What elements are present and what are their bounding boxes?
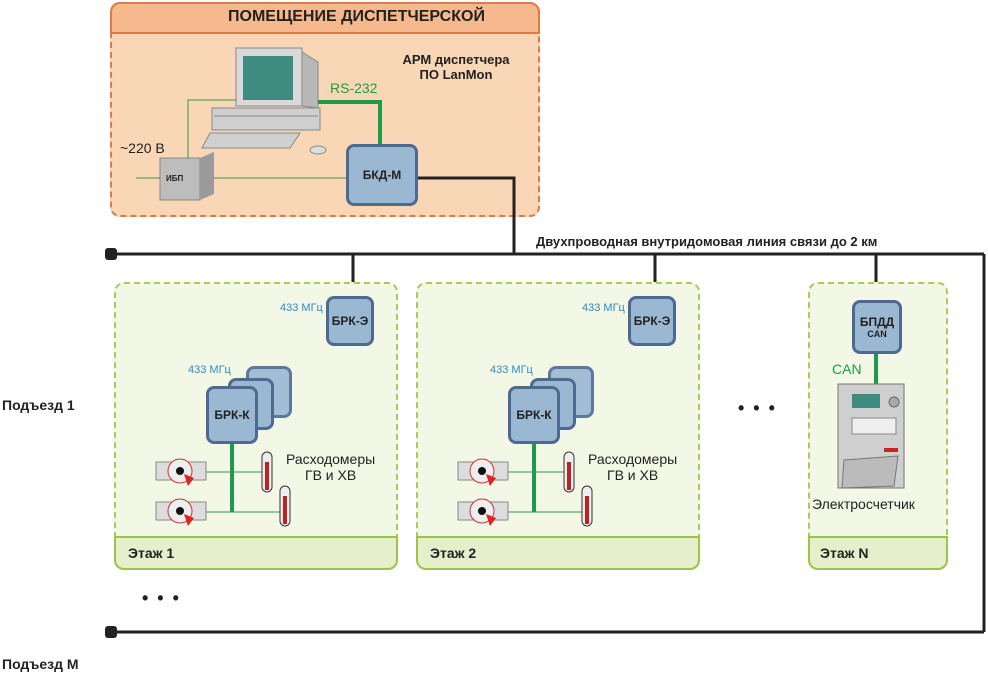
bus-terminator bbox=[105, 248, 117, 260]
flow-meter-icon bbox=[155, 458, 207, 486]
thermometer-icon bbox=[261, 451, 273, 493]
meters-label-line1: Расходомеры bbox=[286, 451, 376, 467]
meters-label-line2: ГВ и ХВ bbox=[305, 467, 357, 483]
brk-k-label: БРК-К bbox=[516, 408, 552, 422]
radio-label: 433 МГц bbox=[280, 302, 323, 314]
meters-label-line1: Расходомеры bbox=[588, 451, 678, 467]
ups-label: ИБП bbox=[166, 174, 184, 183]
flow-meter-icon bbox=[155, 498, 207, 526]
thermometer-icon bbox=[581, 485, 593, 527]
meters-label: Расходомеры ГВ и ХВ bbox=[588, 451, 677, 483]
electric-meter-label: Электросчетчик bbox=[812, 496, 915, 512]
bkd-m-controller: БКД-М bbox=[346, 144, 418, 206]
brk-k-collector: БРК-К bbox=[206, 386, 258, 444]
floor-2-footer bbox=[416, 536, 700, 570]
radio-label: 433 МГц bbox=[582, 302, 625, 314]
flow-meter-icon bbox=[457, 458, 509, 486]
bkd-m-label: БКД-М bbox=[362, 168, 402, 182]
dispatch-room-header bbox=[110, 2, 540, 34]
ellipsis-entrances: • • • bbox=[142, 588, 181, 608]
floor-1-footer bbox=[114, 536, 398, 570]
radio-label: 433 МГц bbox=[490, 364, 533, 376]
rs232-label: RS-232 bbox=[330, 80, 378, 96]
can-label: CAN bbox=[832, 361, 862, 377]
meters-label-line2: ГВ и ХВ bbox=[607, 467, 659, 483]
entrance-m-label: Подъезд М bbox=[2, 656, 79, 672]
thermometer-icon bbox=[279, 485, 291, 527]
bpdd-sublabel: CAN bbox=[867, 329, 887, 339]
bus-label: Двухпроводная внутридомовая линия связи … bbox=[536, 234, 878, 249]
meters-label: Расходомеры ГВ и ХВ bbox=[286, 451, 375, 483]
brk-e-label: БРК-Э bbox=[331, 314, 369, 328]
ups-icon bbox=[159, 152, 214, 201]
workstation-label: АРМ диспетчера ПО LanMon bbox=[388, 52, 524, 82]
ellipsis-floors: • • • bbox=[738, 398, 777, 418]
floor-n-label: Этаж N bbox=[820, 545, 869, 561]
brk-e-repeater: БРК-Э bbox=[326, 296, 374, 346]
floor-n-footer bbox=[808, 536, 948, 570]
entrance-1-label: Подъезд 1 bbox=[2, 397, 75, 413]
bpdd-label: БПДД bbox=[859, 315, 895, 329]
workstation-label-line2: ПО LanMon bbox=[419, 67, 493, 82]
computer-icon bbox=[201, 47, 327, 155]
brk-k-label: БРК-К bbox=[214, 408, 250, 422]
dispatch-room-title: ПОМЕЩЕНИЕ ДИСПЕТЧЕРСКОЙ bbox=[228, 8, 485, 25]
brk-k-collector: БРК-К bbox=[508, 386, 560, 444]
bus-terminator bbox=[105, 626, 117, 638]
floor-1-label: Этаж 1 bbox=[128, 545, 175, 561]
brk-e-repeater: БРК-Э bbox=[628, 296, 676, 346]
floor-2-label: Этаж 2 bbox=[430, 545, 477, 561]
radio-label: 433 МГц bbox=[188, 364, 231, 376]
thermometer-icon bbox=[563, 451, 575, 493]
power-label: ~220 В bbox=[120, 140, 165, 156]
brk-e-label: БРК-Э bbox=[633, 314, 671, 328]
bpdd-can-adapter: БПДД CAN bbox=[852, 300, 902, 354]
flow-meter-icon bbox=[457, 498, 509, 526]
workstation-label-line1: АРМ диспетчера bbox=[402, 52, 510, 67]
